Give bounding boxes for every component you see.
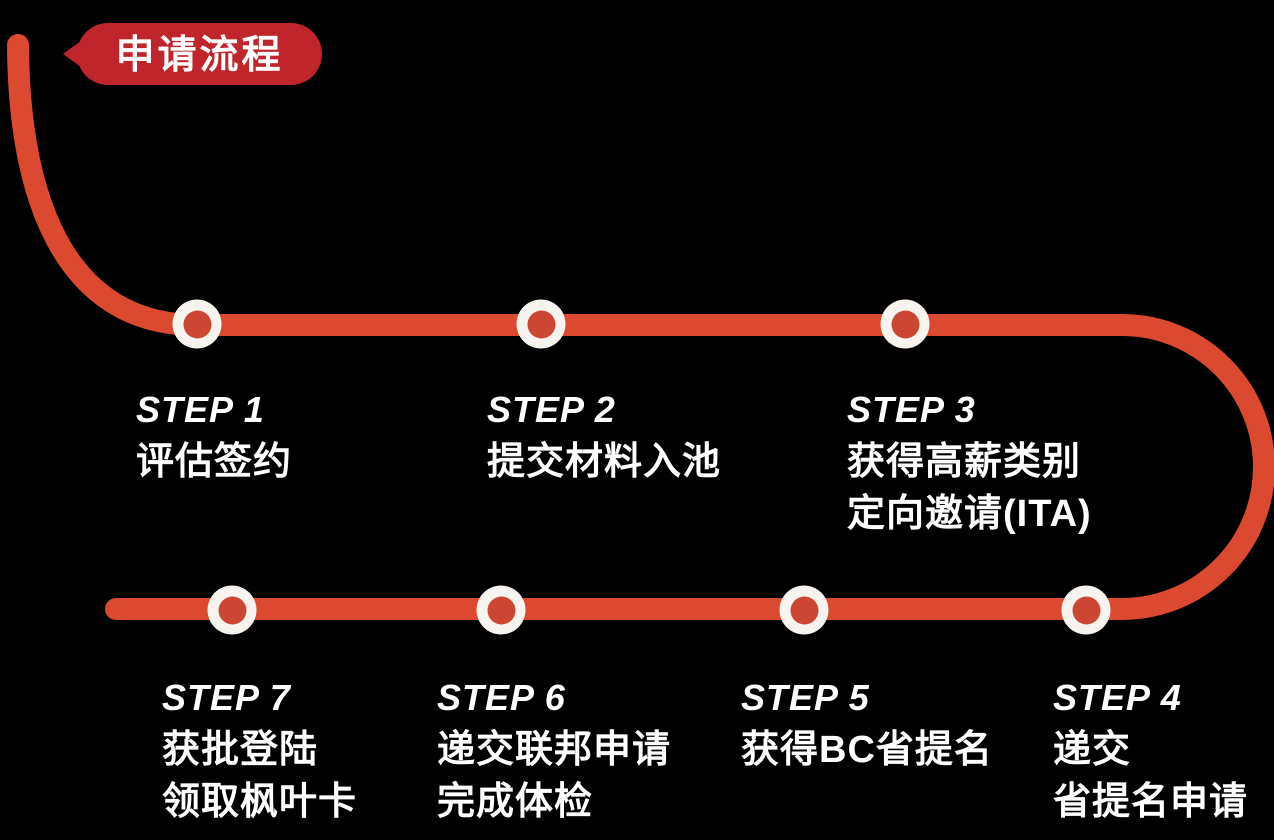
step-4-label: STEP 4 bbox=[1053, 677, 1182, 718]
step-6-dot-icon bbox=[487, 596, 515, 624]
step-7-block: STEP 7 获批登陆 领取枫叶卡 bbox=[162, 672, 357, 828]
step-4-line1: 递交 bbox=[1053, 729, 1132, 771]
step-5-line1: 获得BC省提名 bbox=[741, 729, 993, 771]
step-2-marker bbox=[516, 299, 566, 349]
step-7-label: STEP 7 bbox=[162, 677, 291, 718]
step-6-label: STEP 6 bbox=[437, 677, 566, 718]
step-7-marker bbox=[207, 585, 257, 635]
step-2-label: STEP 2 bbox=[487, 389, 616, 430]
step-7-line2: 领取枫叶卡 bbox=[162, 781, 358, 823]
step-5-block: STEP 5 获得BC省提名 bbox=[741, 672, 993, 776]
step-1-marker bbox=[172, 299, 222, 349]
step-3-line1: 获得高薪类别 bbox=[847, 441, 1082, 483]
step-5-dot-icon bbox=[790, 596, 818, 624]
step-1-dot-icon bbox=[183, 310, 211, 338]
step-6-line1: 递交联邦申请 bbox=[437, 729, 672, 771]
step-5-marker bbox=[779, 585, 829, 635]
process-title-badge: 申请流程 bbox=[63, 23, 322, 85]
step-1-label: STEP 1 bbox=[136, 389, 265, 430]
step-6-marker bbox=[476, 585, 526, 635]
step-3-block: STEP 3 获得高薪类别 定向邀请(ITA) bbox=[847, 384, 1092, 540]
step-3-line2: 定向邀请(ITA) bbox=[847, 493, 1092, 535]
step-4-dot-icon bbox=[1072, 596, 1100, 624]
step-3-marker bbox=[880, 299, 930, 349]
step-7-line1: 获批登陆 bbox=[162, 729, 319, 771]
step-2-block: STEP 2 提交材料入池 bbox=[487, 384, 721, 488]
step-2-line1: 提交材料入池 bbox=[487, 441, 722, 483]
step-4-block: STEP 4 递交 省提名申请 bbox=[1053, 672, 1248, 828]
flow-path-line bbox=[7, 34, 1274, 620]
step-3-label: STEP 3 bbox=[847, 389, 976, 430]
step-6-block: STEP 6 递交联邦申请 完成体检 bbox=[437, 672, 671, 828]
step-3-dot-icon bbox=[891, 310, 919, 338]
step-1-line1: 评估签约 bbox=[136, 441, 293, 483]
step-4-line2: 省提名申请 bbox=[1053, 781, 1249, 823]
step-7-dot-icon bbox=[218, 596, 246, 624]
step-1-block: STEP 1 评估签约 bbox=[136, 384, 292, 488]
process-title: 申请流程 bbox=[115, 33, 284, 77]
step-6-line2: 完成体检 bbox=[437, 781, 594, 823]
step-4-marker bbox=[1061, 585, 1111, 635]
badge-pointer-icon bbox=[63, 41, 81, 67]
step-5-label: STEP 5 bbox=[741, 677, 870, 718]
step-2-dot-icon bbox=[527, 310, 555, 338]
